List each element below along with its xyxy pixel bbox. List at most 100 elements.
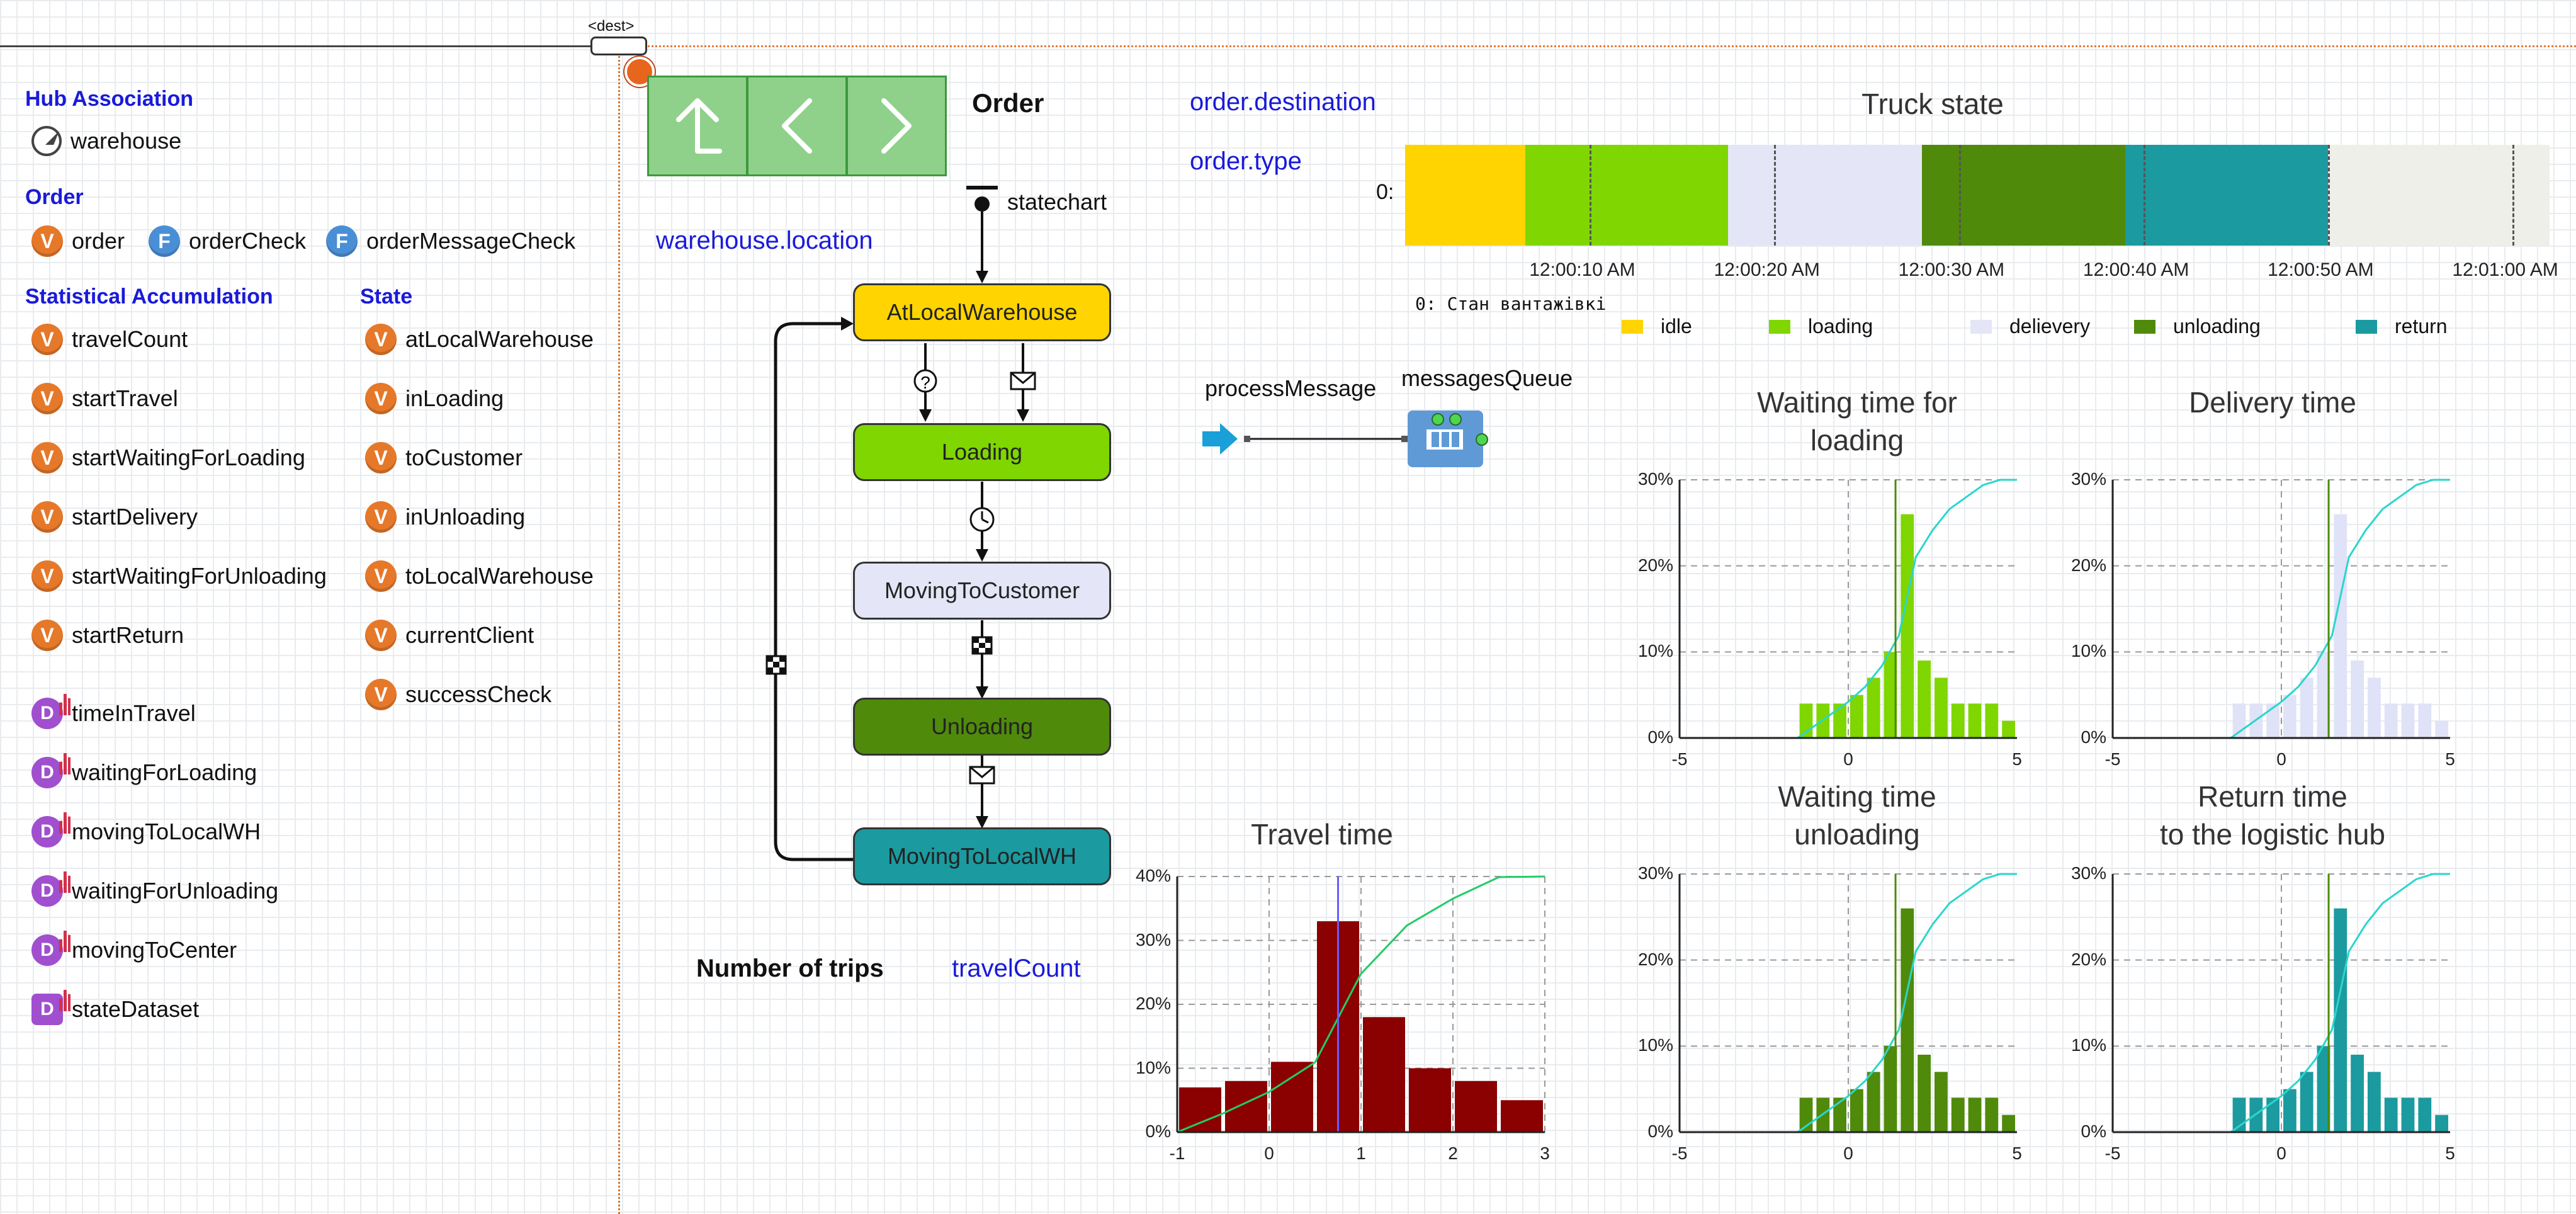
histogram-bar [1884, 652, 1897, 738]
stat-variable-item-label: startWaitingForLoading [72, 445, 305, 470]
histogram-bar [1985, 703, 1999, 738]
y-tick-label: 0% [2081, 1121, 2106, 1141]
variable-icon: V [365, 442, 397, 474]
y-tick-label: 0% [2081, 727, 2106, 747]
histogram-bar [1867, 678, 1880, 738]
nav-up-button[interactable] [647, 76, 748, 176]
variable-icon: V [31, 560, 63, 592]
order-message-check-label: orderMessageCheck [366, 228, 576, 254]
state-variable-item-label: successCheck [405, 681, 552, 707]
histogram-bar [1951, 1098, 1965, 1132]
histogram-bar [2266, 1098, 2279, 1132]
truck-state-gridline [2328, 145, 2330, 246]
histogram-bar [2317, 1046, 2330, 1132]
state-variable-item-label: currentClient [405, 622, 534, 648]
y-tick-label: 30% [1135, 929, 1171, 950]
y-tick-label: 0% [1145, 1121, 1171, 1141]
state-unloading[interactable]: Unloading [853, 698, 1111, 756]
dataset-icon: D [31, 812, 71, 848]
legend-swatch [2356, 319, 2377, 334]
order-item[interactable]: V order [31, 225, 125, 257]
state-moving-to-local-wh[interactable]: MovingToLocalWH [853, 827, 1111, 885]
state-loading[interactable]: Loading [853, 423, 1111, 481]
warehouse-item[interactable]: warehouse [31, 126, 181, 156]
y-tick-label: 20% [1637, 555, 1673, 575]
function-icon: F [326, 225, 358, 257]
canvas-frame-line [0, 45, 592, 47]
nav-forward-button[interactable] [846, 76, 947, 176]
truck-state-time-label: 12:00:40 AM [2082, 259, 2189, 280]
y-tick-label: 20% [2070, 949, 2106, 969]
stat-variable-item-label: startWaitingForUnloading [72, 563, 327, 589]
x-tick-label: 0 [2276, 1143, 2286, 1163]
order-message-check-item[interactable]: F orderMessageCheck [326, 225, 575, 257]
origin-marker-icon[interactable] [624, 57, 655, 87]
state-moving-to-customer[interactable]: MovingToCustomer [853, 562, 1111, 620]
queue-icon[interactable] [1408, 411, 1488, 467]
state-variable-item-label: inLoading [405, 385, 504, 411]
statechart-diagram: ? [765, 186, 1036, 861]
x-tick-label: 2 [1448, 1143, 1458, 1163]
order-check-label: orderCheck [189, 228, 307, 254]
dataset-item-label: movingToLocalWH [72, 819, 261, 844]
statechart-label: statechart [1007, 189, 1107, 215]
svg-text:?: ? [920, 373, 930, 392]
histogram-bar [1501, 1100, 1543, 1132]
dataset-bars-icon [59, 871, 71, 893]
dataset-item-label: movingToCenter [72, 937, 237, 963]
y-tick-label: 10% [2070, 1035, 2106, 1055]
hub-association-header: Hub Association [25, 87, 193, 111]
truck-state-time-label: 12:00:10 AM [1529, 259, 1635, 280]
y-tick-label: 20% [1637, 949, 1673, 969]
nav-back-button[interactable] [747, 76, 847, 176]
histogram-bar [2401, 1098, 2415, 1132]
order-check-item[interactable]: F orderCheck [149, 225, 306, 257]
legend-label: return [2395, 315, 2448, 338]
x-tick-label: -1 [1169, 1143, 1185, 1163]
truck-state-row-label: 0: [1376, 180, 1394, 204]
x-tick-label: -5 [2104, 749, 2121, 769]
enter-arrow-icon [1202, 423, 1238, 455]
histogram-bar [1225, 1081, 1267, 1132]
stat-variable-item-label: startDelivery [72, 504, 198, 530]
y-tick-label: 0% [1647, 727, 1673, 747]
chart-title-travel: Travel time [1251, 818, 1393, 851]
histogram-bar [1409, 1068, 1451, 1132]
histogram-bar [2368, 1072, 2381, 1132]
legend-item: unloading [2134, 315, 2261, 338]
truck-state-segment [2125, 145, 2329, 246]
histogram-bar [1918, 1055, 1931, 1132]
state-at-local-warehouse[interactable]: AtLocalWarehouse [853, 283, 1111, 341]
truck-state-segment [1405, 145, 1525, 246]
travel-count-text: travelCount [952, 955, 1081, 982]
dataset-icon: D [31, 990, 71, 1025]
variable-icon: V [365, 679, 397, 710]
stat-variable-item-label: startTravel [72, 385, 178, 411]
variable-icon: V [31, 225, 63, 257]
histogram-bar [2002, 720, 2015, 738]
x-tick-label: 0 [1843, 749, 1853, 769]
warehouse-label: warehouse [71, 128, 182, 154]
dataset-icon: D [31, 753, 71, 788]
histogram-bar [1867, 1072, 1880, 1132]
dest-handle[interactable] [590, 37, 647, 55]
